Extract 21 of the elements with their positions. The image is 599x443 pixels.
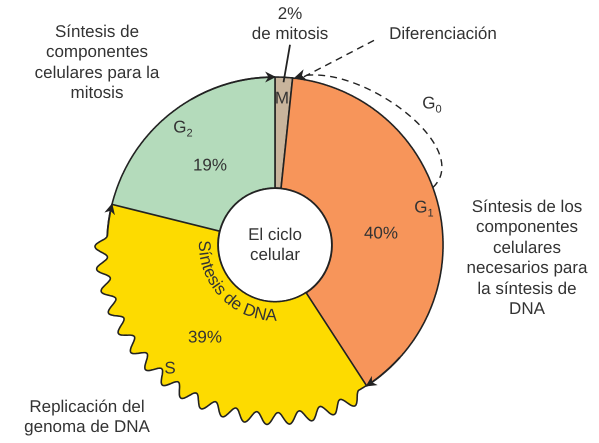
percentage-label: 40% [364,224,398,244]
phase-label: G$_{2}$ [173,118,193,138]
edge-label: G$_{0}$ [420,94,444,114]
center-label: El ciclo celular [247,224,303,266]
percentage-label: 19% [192,156,227,176]
leader-line [301,40,374,79]
phase-label: 39% [188,328,222,348]
annotation-text: 2% [276,4,304,24]
arrow [190,72,276,100]
annotation-text: de mitosis [250,24,330,45]
phase-label: G$_{1}$ [414,198,434,218]
annotation-text: Diferenciación [388,24,498,44]
leader-line [282,44,291,82]
phase-description: Síntesis de los componentes celulares necesarios para la síntesis de DNA [466,197,588,320]
phase-label: M [274,90,290,108]
phase-description: Replicación del genoma de DNA [23,397,151,438]
arrow [366,356,400,387]
arrow [294,70,442,188]
phase-label: S [164,360,176,378]
phase-description: Síntesis de componentes celulares para la mitosis [34,22,160,104]
arrow [104,203,116,236]
